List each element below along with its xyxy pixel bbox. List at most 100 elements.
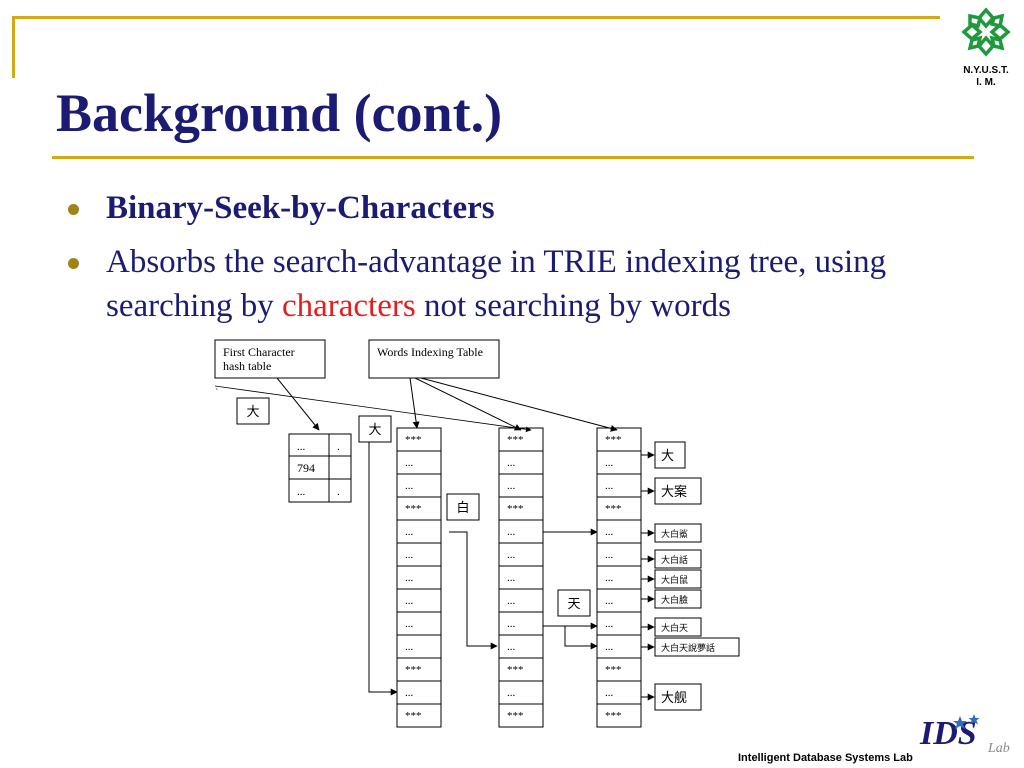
index-cell-label: ... xyxy=(405,526,414,538)
index-cell xyxy=(596,634,642,659)
index-cell xyxy=(498,588,544,613)
index-cell-label: ... xyxy=(405,641,414,653)
logo-label: N.Y.U.S.T. xyxy=(963,65,1009,76)
index-cell-label: ... xyxy=(507,641,516,653)
result-word-label: 大白天說夢話 xyxy=(661,642,715,653)
index-cell-label: ... xyxy=(405,549,414,561)
query-char-box xyxy=(358,415,392,443)
index-cell xyxy=(498,611,544,636)
index-cell xyxy=(498,703,544,728)
result-word-label: 大案 xyxy=(661,484,687,499)
index-cell-label: ... xyxy=(605,549,614,561)
bullet-item-binary-seek: Binary-Seek-by-Characters xyxy=(68,186,968,230)
index-cell-label: ... xyxy=(507,687,516,699)
result-word-box xyxy=(654,617,702,637)
index-cell xyxy=(396,634,442,659)
query-char-box xyxy=(557,589,591,617)
index-cell-label: *** xyxy=(507,434,524,446)
hash-cell: ... xyxy=(297,486,306,498)
index-column-1: ***......***..................***...*** xyxy=(396,427,442,728)
index-cell-label: ... xyxy=(405,457,414,469)
result-word-box xyxy=(654,569,702,589)
footer-lab-name: Intelligent Database Systems Lab xyxy=(738,752,913,764)
star-icon xyxy=(953,716,967,729)
ids-lab-logo-icon: IDS Lab xyxy=(919,714,1010,756)
result-word-box xyxy=(654,523,702,543)
ids-logo-sub: Lab xyxy=(987,741,1010,754)
result-word-label: 大白話 xyxy=(661,554,688,565)
result-word-label: 大白臉 xyxy=(661,594,688,605)
index-cell xyxy=(596,680,642,705)
words-indexing-table-box xyxy=(368,339,500,379)
index-cell xyxy=(396,588,442,613)
result-word-box xyxy=(654,441,686,469)
query-char-label: 白 xyxy=(456,500,469,515)
index-cell-label: ... xyxy=(507,572,516,584)
index-cell xyxy=(596,450,642,475)
index-cell-label: ... xyxy=(605,595,614,607)
index-cell xyxy=(498,634,544,659)
index-cell-label: ... xyxy=(405,595,414,607)
index-cell xyxy=(396,611,442,636)
logo-sublabel: I. M. xyxy=(976,77,996,88)
index-cell-label: *** xyxy=(605,434,622,446)
first-char-hash-table-box xyxy=(214,339,326,379)
index-cell-label: *** xyxy=(405,664,422,676)
index-cell-label: ... xyxy=(605,687,614,699)
highlight-word: characters xyxy=(281,288,416,324)
result-word-label: 大白天 xyxy=(661,622,688,633)
hash-cell: . xyxy=(337,441,340,453)
index-cell xyxy=(596,519,642,544)
words-index-label: Words Indexing Table xyxy=(377,345,483,359)
index-cell-label: ... xyxy=(405,572,414,584)
index-cell xyxy=(498,450,544,475)
result-word-label: 大舰 xyxy=(661,690,687,705)
index-cell xyxy=(498,519,544,544)
index-cell xyxy=(396,473,442,498)
index-cell-label: ... xyxy=(605,572,614,584)
index-cell-label: ... xyxy=(507,457,516,469)
result-word-box xyxy=(654,589,702,609)
index-cell xyxy=(596,542,642,567)
index-cell-label: ... xyxy=(605,526,614,538)
query-char-label: 大 xyxy=(246,404,259,419)
index-cell xyxy=(396,542,442,567)
bullet-dot-icon xyxy=(68,204,79,215)
index-cell-label: ... xyxy=(405,480,414,492)
index-cell xyxy=(596,588,642,613)
first-char-box-label: First Character xyxy=(223,345,295,359)
index-cell-label: ... xyxy=(605,457,614,469)
title-underline xyxy=(52,156,974,159)
diagram-arrows xyxy=(214,377,618,696)
star-icon xyxy=(968,714,980,725)
index-column-3: ***......***..................***...*** xyxy=(596,427,642,728)
index-cell-label: *** xyxy=(507,710,524,722)
result-word-box xyxy=(654,683,702,711)
index-cell-label: *** xyxy=(507,503,524,515)
index-cell-label: *** xyxy=(405,503,422,515)
bullet-dot-icon xyxy=(68,258,79,269)
index-cell-label: ... xyxy=(605,480,614,492)
index-cell-label: *** xyxy=(405,710,422,722)
index-cell xyxy=(396,703,442,728)
bullet-item-absorbs: Absorbs the search-advantage in TRIE ind… xyxy=(68,240,968,328)
result-word-label: 大白鼠 xyxy=(661,574,688,585)
index-cell-label: *** xyxy=(605,664,622,676)
index-cell xyxy=(596,611,642,636)
index-cell-label: *** xyxy=(405,434,422,446)
university-logo: N.Y.U.S.T. I. M. xyxy=(954,4,1018,88)
index-cell xyxy=(396,680,442,705)
index-cell xyxy=(498,565,544,590)
index-cell-label: ... xyxy=(507,549,516,561)
ids-lab-logo: IDS Lab xyxy=(916,710,1020,766)
ids-logo-text: IDS xyxy=(919,715,977,752)
index-cell-label: *** xyxy=(605,710,622,722)
hash-cell: ... xyxy=(297,441,306,453)
index-cell-label: ... xyxy=(605,618,614,630)
result-word-box xyxy=(654,477,702,505)
university-emblem-icon xyxy=(961,7,1011,57)
result-word-label: 大 xyxy=(661,448,674,463)
top-frame-line xyxy=(12,16,940,19)
index-cell xyxy=(498,542,544,567)
result-word-box xyxy=(654,637,740,657)
